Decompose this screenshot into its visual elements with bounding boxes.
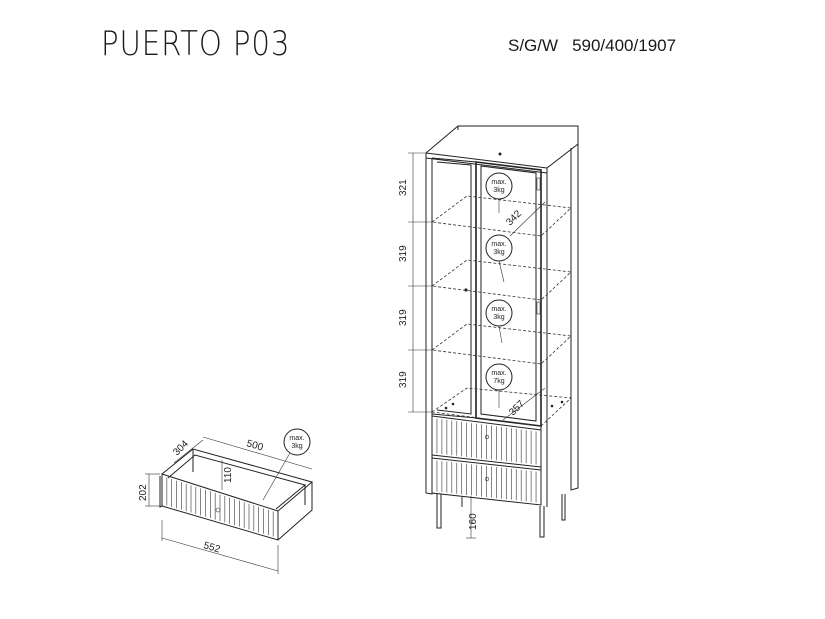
height-label-1: 321 xyxy=(398,179,409,196)
drawer-box-top xyxy=(161,448,314,512)
dimension-spec: S/G/W 590/400/1907 xyxy=(508,36,690,56)
shelves xyxy=(430,195,572,427)
badge-line1: max. xyxy=(491,370,506,377)
load-badge-drawer: max. 3kg xyxy=(262,428,311,501)
height-label-4: 319 xyxy=(398,371,409,388)
badge-line1: max. xyxy=(491,179,506,186)
load-badge-shelf-1: max. 3kg xyxy=(485,172,513,213)
drawer-inner-width-label: 500 xyxy=(245,438,264,453)
cabinet-drawing: 321 319 319 319 342 357 160 max. 3kg ma xyxy=(398,125,579,539)
badge-line2: 3kg xyxy=(493,187,504,194)
shelf-depth-dimensions: 342 357 xyxy=(502,201,546,421)
badge-line1: max. xyxy=(491,241,506,248)
height-label-2: 319 xyxy=(398,245,409,262)
badge-line2: 3kg xyxy=(493,314,504,321)
drawer-depth-label: 304 xyxy=(171,438,191,458)
shelf-depth-bottom: 357 xyxy=(507,398,527,418)
drawer-width-label: 552 xyxy=(202,540,221,555)
leg-height-label: 160 xyxy=(468,513,479,530)
drawer-dimensions: 304 500 110 202 552 xyxy=(138,436,313,574)
cabinet-drawers xyxy=(431,415,542,506)
badge-line1: max. xyxy=(491,306,506,313)
left-glass-door xyxy=(431,157,477,419)
drawer-height-label: 202 xyxy=(138,484,149,501)
drawer-knob xyxy=(215,507,221,513)
cabinet-left-side xyxy=(425,153,433,495)
cabinet-right-side xyxy=(570,144,579,491)
drawer-drawing: 304 500 110 202 552 max. 3kg xyxy=(138,428,314,574)
badge-line2: 3kg xyxy=(291,443,302,450)
load-badge-shelf-3: max. 3kg xyxy=(485,299,513,344)
height-label-3: 319 xyxy=(398,309,409,326)
badge-line2: 3kg xyxy=(493,249,504,256)
dimension-values: 590/400/1907 xyxy=(572,36,677,55)
drawer-front xyxy=(161,473,279,541)
cabinet-legs xyxy=(436,494,566,538)
leg-height-dimension: 160 xyxy=(466,496,479,539)
load-badge-shelf-2: max. 3kg xyxy=(485,234,513,283)
badge-line2: 7kg xyxy=(493,378,504,385)
drawer-inner-height-label: 110 xyxy=(223,467,234,483)
cabinet-height-dimensions: 321 319 319 319 xyxy=(398,152,432,413)
cabinet-top xyxy=(425,125,579,169)
dimension-code: S/G/W xyxy=(508,36,559,55)
load-badge-shelf-4: max. 7kg xyxy=(485,363,513,408)
model-title: PUERTO P03 xyxy=(101,24,291,64)
badge-line1: max. xyxy=(289,435,304,442)
